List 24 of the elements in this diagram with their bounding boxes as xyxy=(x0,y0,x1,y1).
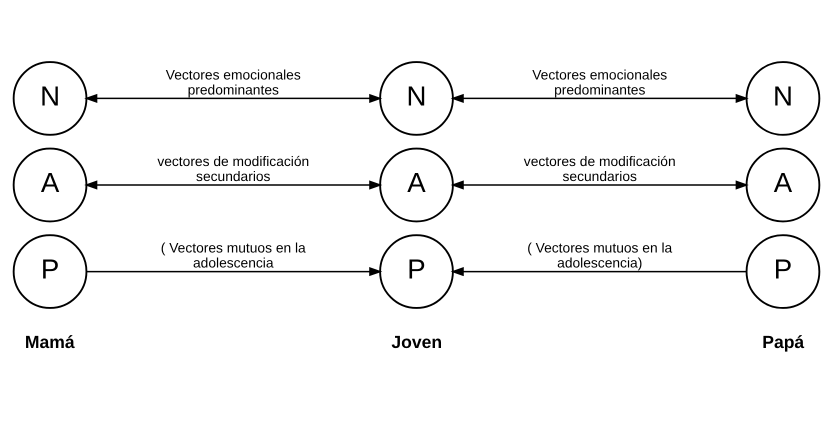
label: Joven xyxy=(391,332,442,352)
node-circle: A xyxy=(379,148,454,222)
edge-label: ( Vectores mutuos en la adolescencia xyxy=(160,240,306,271)
edge-label: vectores de modificación secundarios xyxy=(157,154,310,184)
node-circle: A xyxy=(746,148,820,222)
label: Mamá xyxy=(24,332,75,352)
node-circle: P xyxy=(12,234,88,309)
arrow xyxy=(450,180,749,190)
node-circle: P xyxy=(379,234,454,309)
arrow xyxy=(450,94,749,103)
node-circle: N xyxy=(379,61,454,136)
edge-label: Vectores emocionales predominantes xyxy=(532,67,668,98)
edge-label: vectores de modificación secundarios xyxy=(524,154,676,184)
arrow xyxy=(86,267,382,276)
arrow xyxy=(84,180,382,190)
node-circle: N xyxy=(12,61,88,136)
label: Papá xyxy=(762,332,804,352)
edge-label: ( Vectores mutuos en la adolescencia) xyxy=(527,240,672,271)
edge-label: Vectores emocionales predominantes xyxy=(166,67,301,98)
node-circle: A xyxy=(12,148,88,222)
arrow xyxy=(450,267,746,276)
arrow xyxy=(84,94,382,103)
node-circle: N xyxy=(746,61,820,136)
node-circle: P xyxy=(746,234,820,309)
